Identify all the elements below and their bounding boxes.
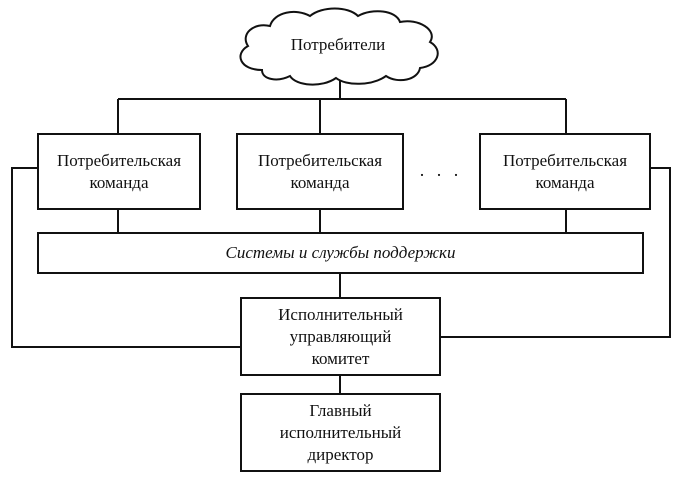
executive-committee-box: Исполнительный управляющий комитет: [240, 297, 441, 376]
consumer-team-box-2: Потребительская команда: [236, 133, 404, 210]
consumers-cloud-shape: [239, 7, 439, 86]
consumer-team-box-3: Потребительская команда: [479, 133, 651, 210]
consumer-team-box-1: Потребительская команда: [37, 133, 201, 210]
ceo-box: Главный исполнительный директор: [240, 393, 441, 472]
support-systems-box: Системы и службы поддержки: [37, 232, 644, 274]
consumers-label: Потребители: [290, 35, 386, 54]
more-teams-ellipsis: . . .: [419, 160, 463, 180]
